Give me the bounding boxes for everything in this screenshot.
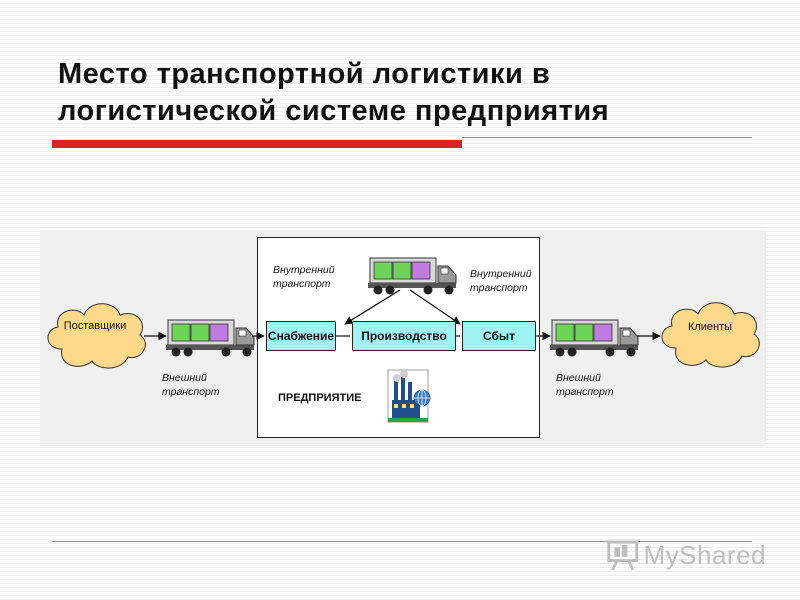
arrow-truck-to-sales-diagonal (409, 289, 461, 325)
watermark-text: MyShared (643, 539, 766, 570)
process-supply: Снабжение (266, 321, 336, 351)
suppliers-cloud-icon (47, 303, 146, 369)
footer-divider-line (52, 541, 752, 542)
external-transport-right-caption: Внешний транспорт (556, 372, 614, 398)
enterprise-label: ПРЕДПРИЯТИЕ (278, 392, 362, 404)
arrow-truck-to-supply-diagonal (344, 289, 401, 325)
process-production: Производство (352, 321, 456, 351)
internal-transport-left-caption: Внутренний транспорт (273, 264, 335, 290)
process-sales: Сбыт (462, 321, 536, 351)
internal-truck-icon (367, 257, 457, 295)
watermark: MyShared (606, 536, 766, 574)
title-divider-line (462, 137, 752, 138)
title-accent-bar (52, 140, 462, 148)
external-transport-left-caption: Внешний транспорт (162, 372, 220, 398)
external-truck-left-icon (165, 319, 255, 357)
internal-transport-right-caption: Внутренний транспорт (470, 268, 532, 294)
clients-label: Клиенты (687, 321, 733, 333)
presentation-board-icon (607, 540, 639, 571)
slide-title-line-2: логистической системе предприятия (58, 95, 610, 127)
external-truck-right-icon (549, 319, 639, 357)
suppliers-label: Поставщики (63, 320, 127, 332)
diagram-graphics (47, 257, 760, 423)
globe-icon (413, 389, 431, 407)
slide-title-line-1: Место транспортной логистики в (58, 58, 551, 90)
clients-cloud-icon (661, 302, 760, 368)
logistics-diagram: Поставщики Клиенты Снабжение Производств… (40, 230, 766, 446)
slide-title: Место транспортной логистики в логистиче… (58, 56, 758, 130)
